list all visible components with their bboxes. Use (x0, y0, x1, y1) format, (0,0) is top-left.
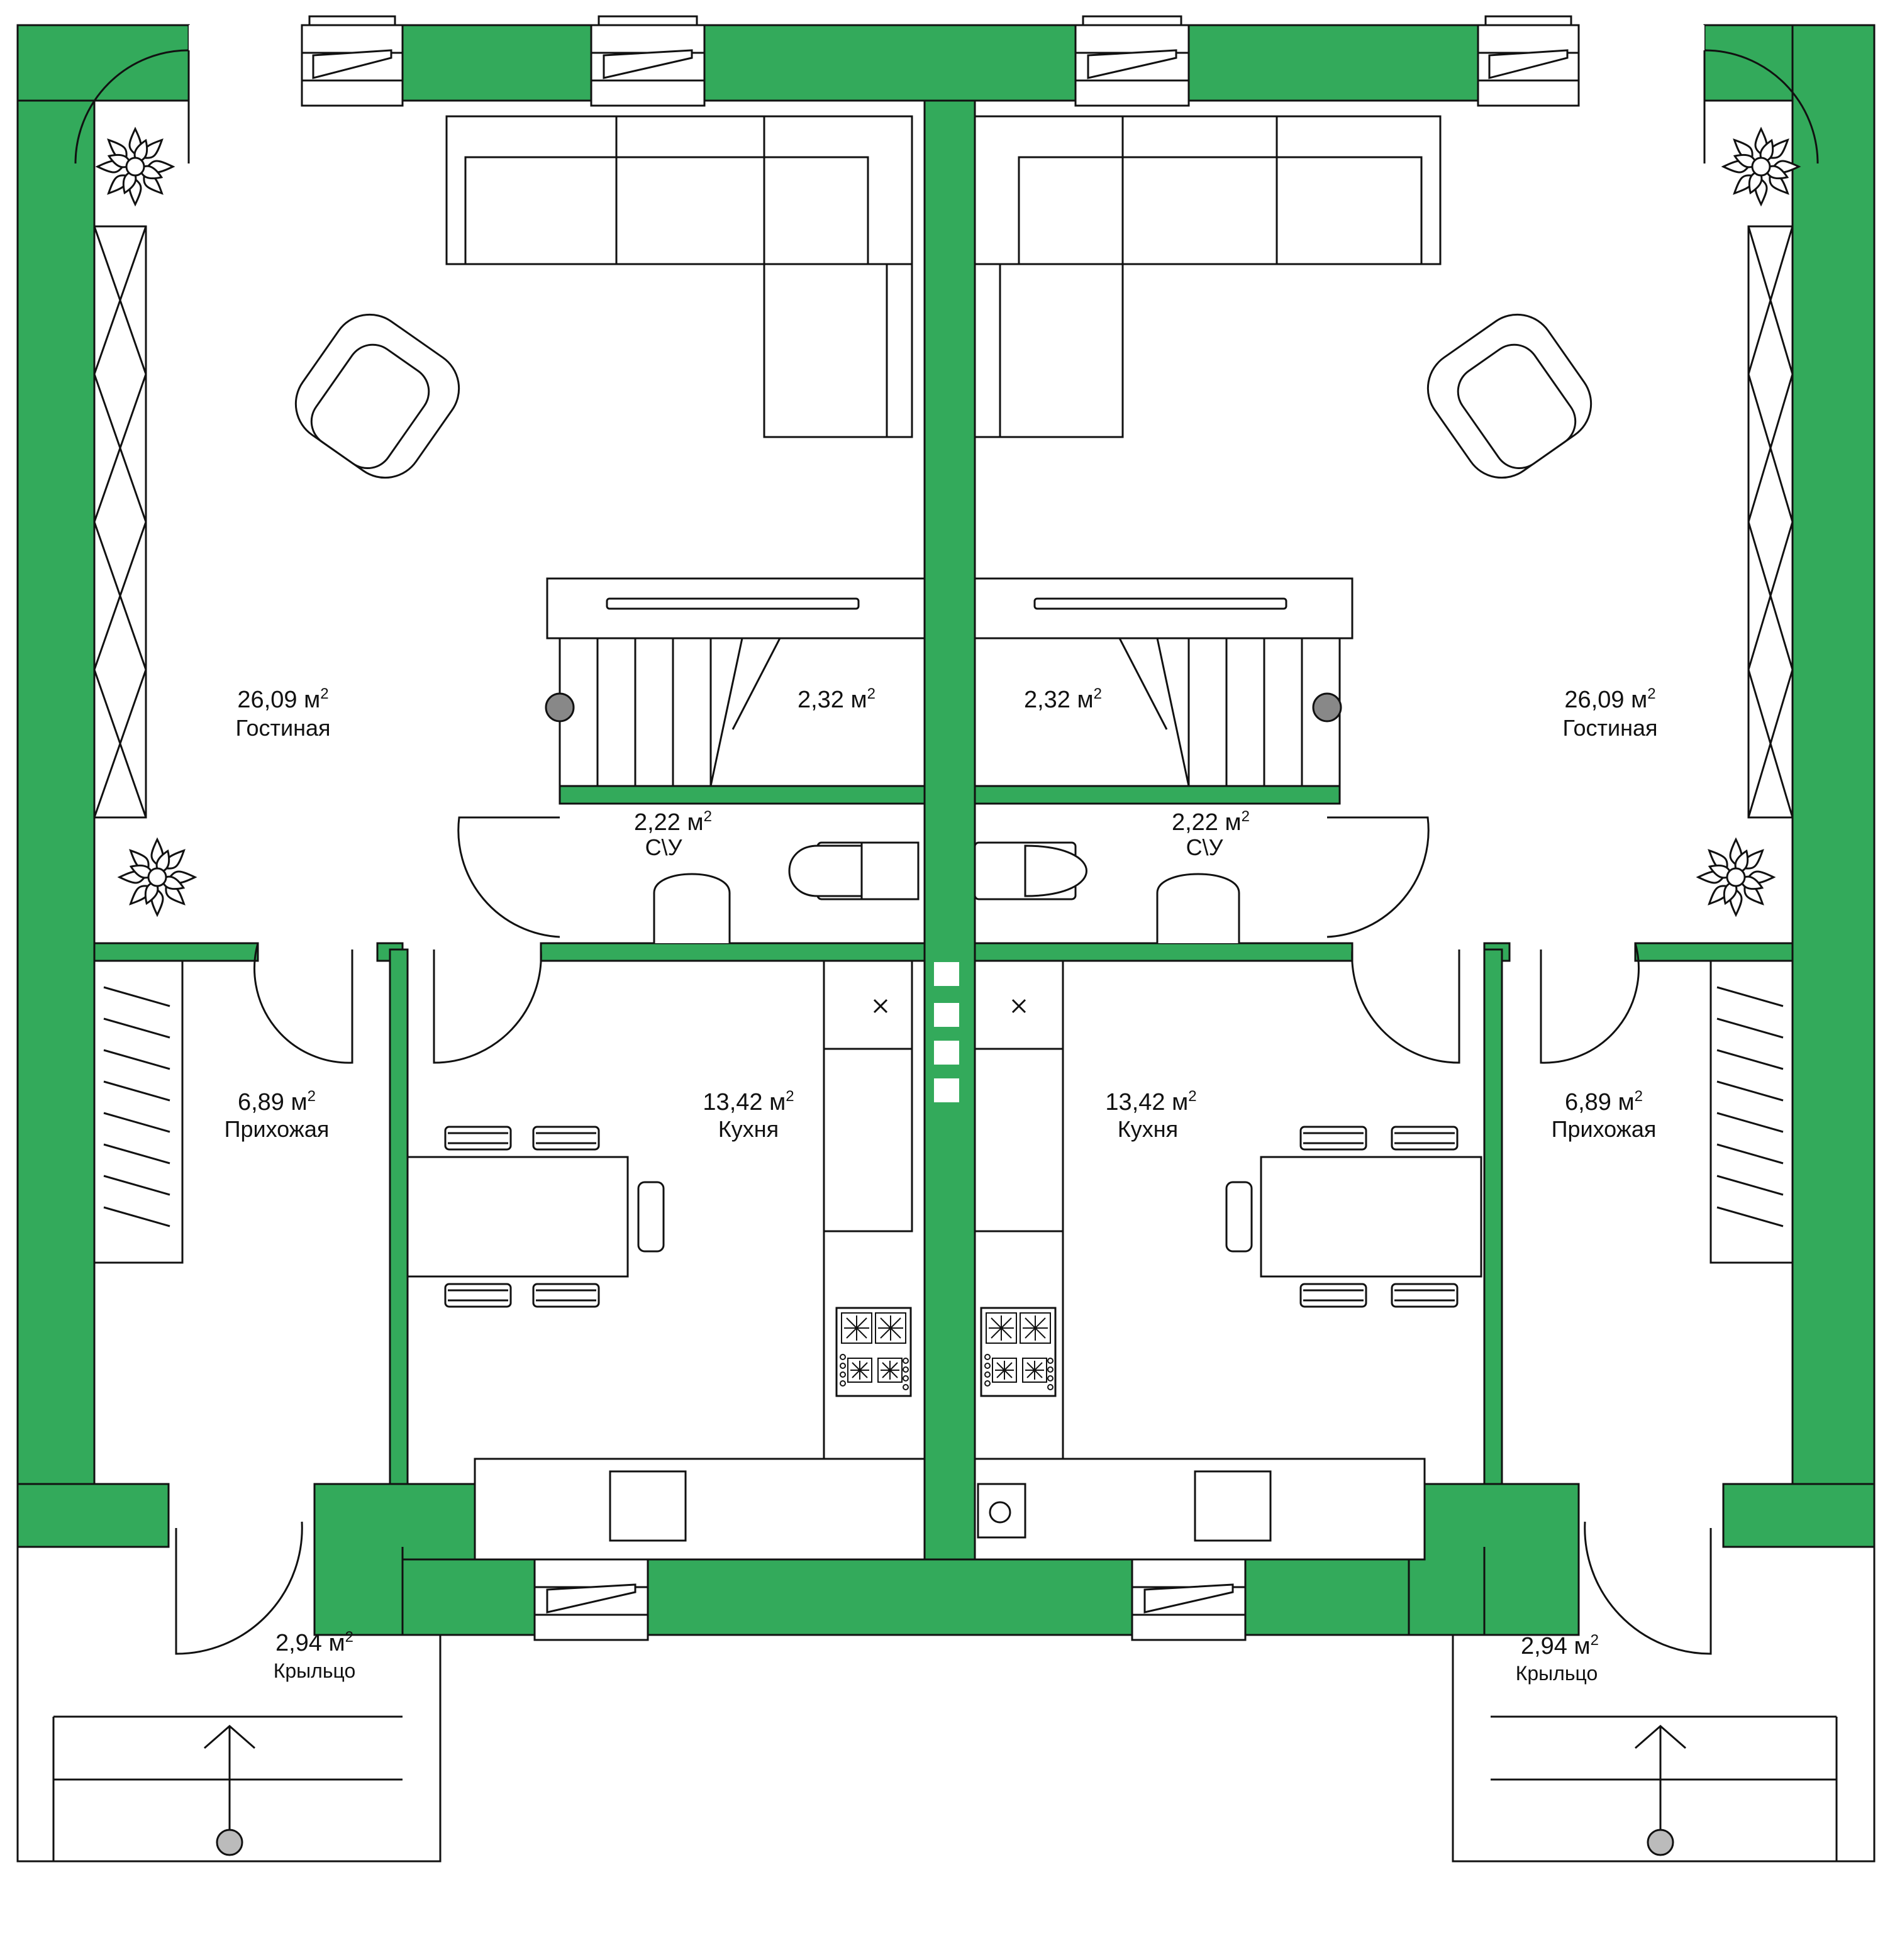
staircases (545, 577, 1354, 787)
toilets (653, 841, 1240, 943)
room-area-porch-left: 2,94 м2 (275, 1629, 353, 1656)
room-name-wc-left: С\У (645, 834, 683, 860)
room-name-hall-right: Прихожая (1552, 1116, 1657, 1142)
room-area-porch-right: 2,94 м2 (1521, 1632, 1599, 1659)
labels-right-unit: 26,09 м2 Гостиная 2,32 м2 2,22 м2 С\У 6,… (1024, 685, 1658, 1685)
room-area-hall-right: 6,89 м2 (1565, 1088, 1643, 1116)
sofas (445, 115, 1442, 438)
labels-left-unit: 26,09 м2 Гостиная 2,32 м2 2,22 м2 С\У 6,… (225, 685, 876, 1682)
walls (16, 24, 1876, 1636)
room-name-porch-left: Крыльцо (274, 1659, 356, 1682)
room-area-kitchen-right: 13,42 м2 (1105, 1088, 1196, 1116)
room-name-living-left: Гостиная (235, 715, 330, 741)
room-area-stair-right: 2,32 м2 (1024, 685, 1102, 713)
armchairs (294, 313, 1593, 479)
porches (16, 1547, 1876, 1863)
doors (74, 49, 1819, 1655)
room-name-kitchen-right: Кухня (1118, 1116, 1178, 1142)
room-area-stair-left: 2,32 м2 (798, 685, 876, 713)
room-area-hall-left: 6,89 м2 (238, 1088, 316, 1116)
room-name-wc-right: С\У (1186, 834, 1224, 860)
room-area-living-left: 26,09 м2 (237, 685, 328, 713)
room-area-kitchen-left: 13,42 м2 (703, 1088, 794, 1116)
room-area-living-right: 26,09 м2 (1564, 685, 1655, 713)
wardrobes (93, 960, 1794, 1264)
room-name-living-right: Гостиная (1562, 715, 1657, 741)
room-area-wc-right: 2,22 м2 (1172, 808, 1250, 836)
windows (93, 15, 1794, 1641)
dining (406, 1126, 1482, 1308)
kitchens (474, 960, 1426, 1561)
room-name-kitchen-left: Кухня (718, 1116, 779, 1142)
room-area-wc-left: 2,22 м2 (634, 808, 712, 836)
room-name-porch-right: Крыльцо (1516, 1662, 1598, 1685)
room-name-hall-left: Прихожая (225, 1116, 330, 1142)
